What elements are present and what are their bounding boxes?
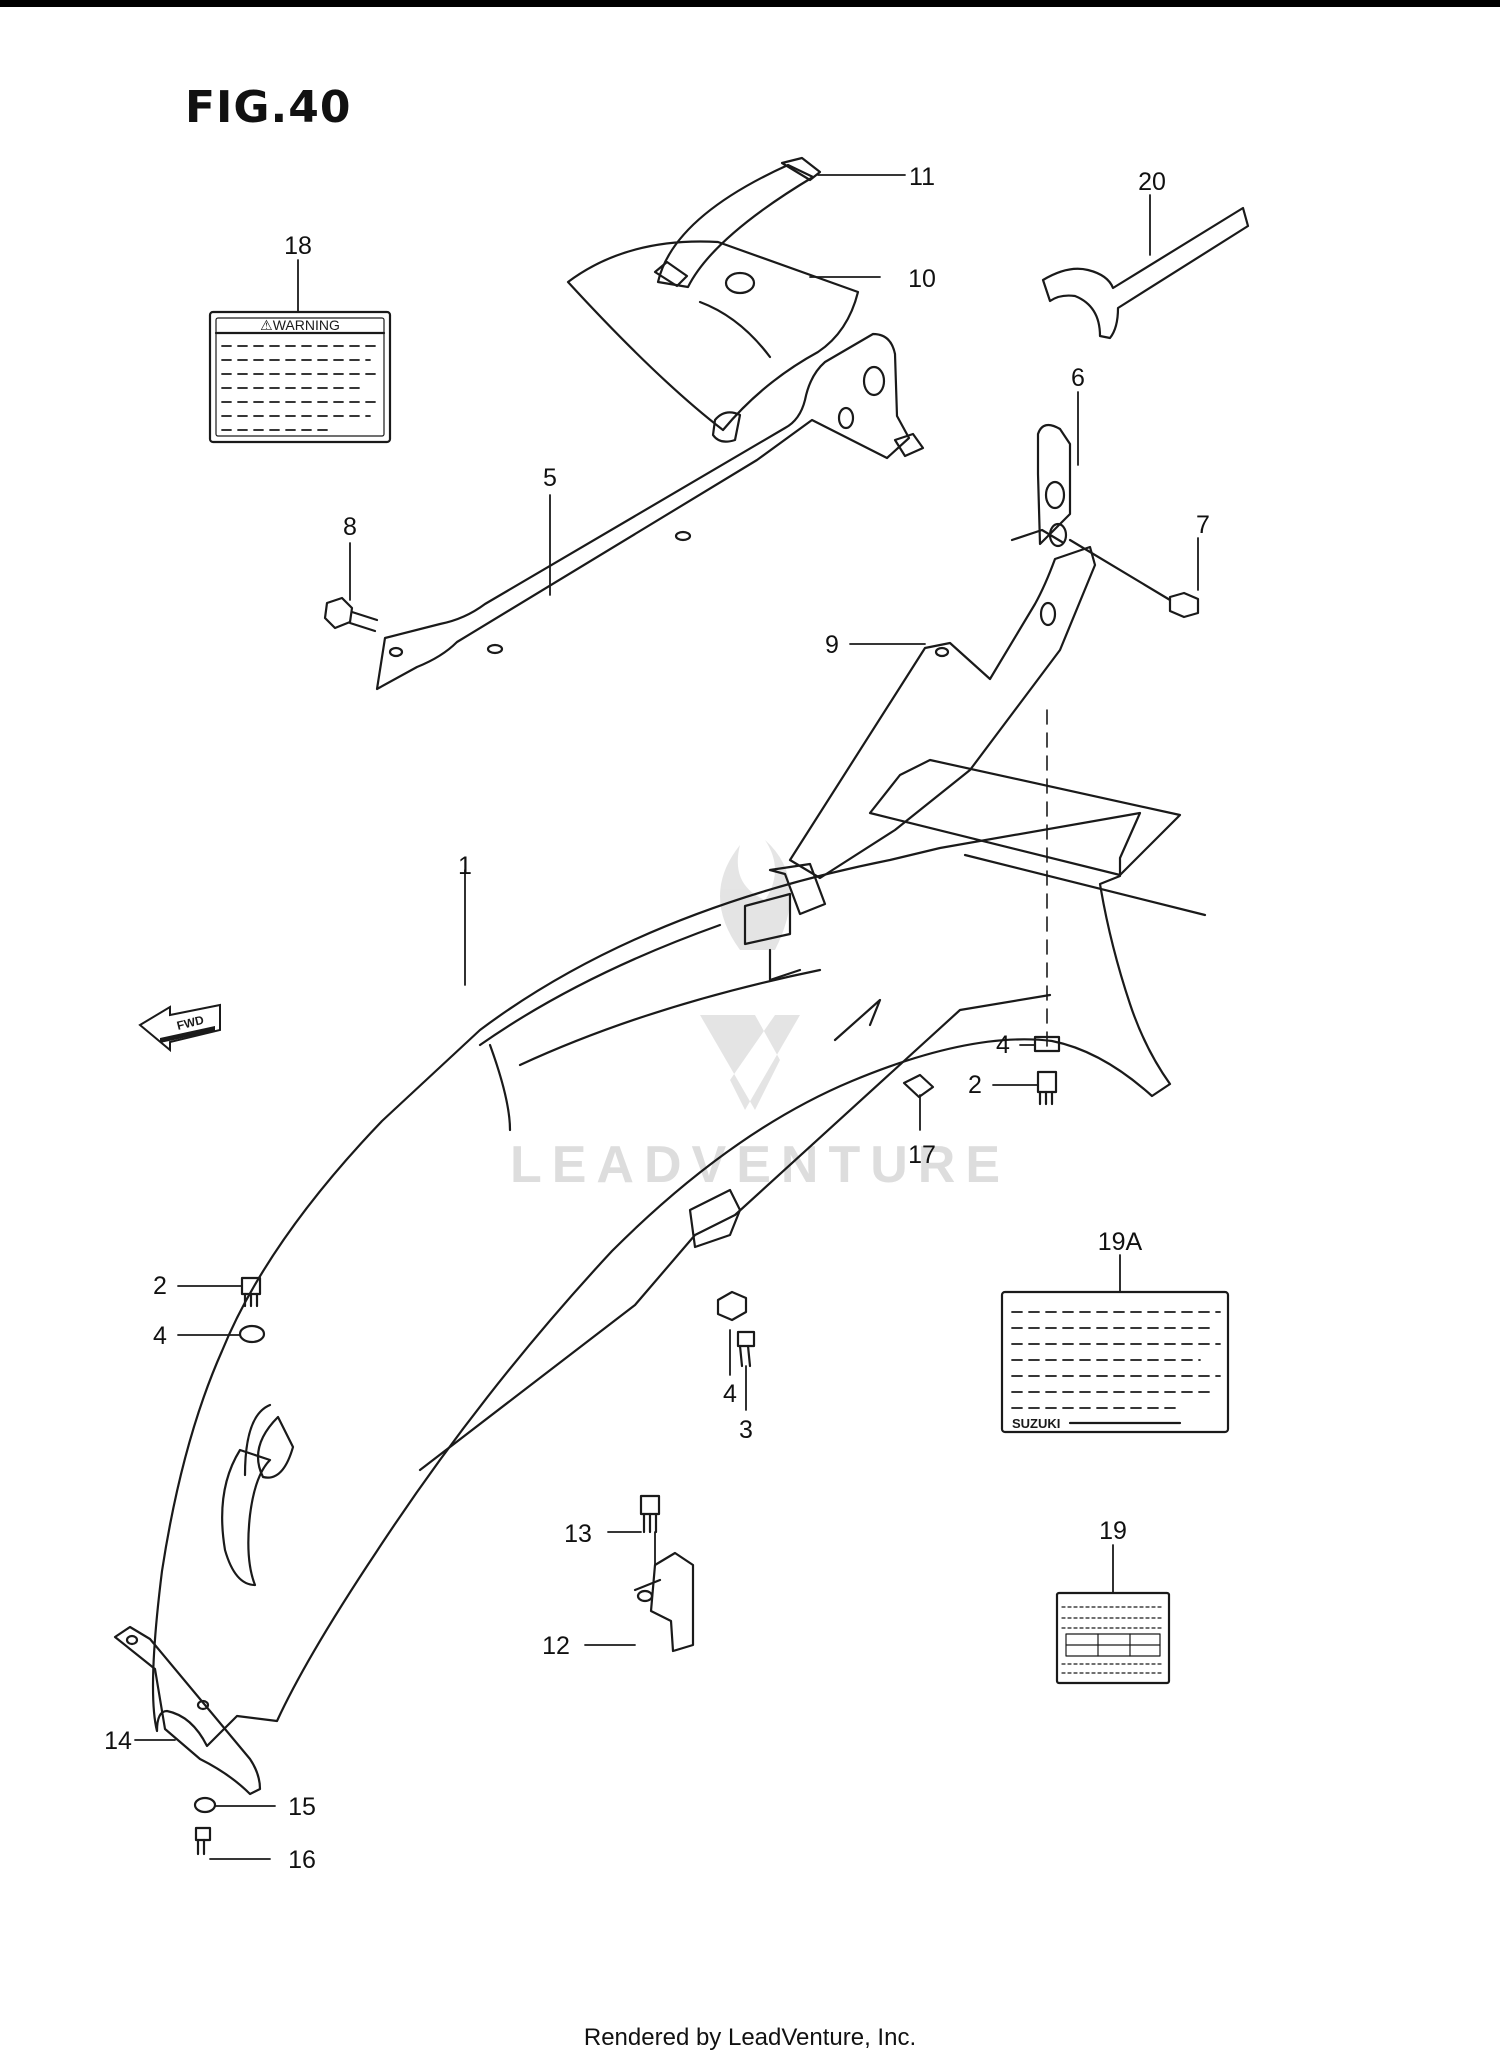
- callout-10: 10: [908, 265, 936, 293]
- callout-1: 1: [458, 852, 472, 880]
- callout-16: 16: [288, 1846, 316, 1874]
- warning-label-18: ⚠WARNING: [208, 310, 392, 444]
- suzuki-brand-text: SUZUKI: [1012, 1416, 1060, 1431]
- rear-fender-1: [151, 811, 1172, 1748]
- figure-title: FIG.40: [185, 82, 352, 133]
- spanner-20: [1041, 206, 1250, 340]
- bracket-14: [113, 1625, 262, 1796]
- callout-14: 14: [104, 1727, 132, 1755]
- callout-20: 20: [1138, 168, 1166, 196]
- tag-17: [902, 1073, 935, 1099]
- callout-5: 5: [543, 464, 557, 492]
- strap-11: [653, 156, 822, 289]
- callout-3: 3: [739, 1416, 753, 1444]
- leader-lines: [134, 174, 1199, 1860]
- callout-labels: 1 2 2 3 4 4 4 5 6 7 8 9 10 11 12 13 14 1…: [104, 163, 1210, 1874]
- clamp-12: [633, 1551, 695, 1653]
- label-19: [1055, 1591, 1171, 1685]
- bolt-7: [1068, 538, 1200, 619]
- callout-4-right: 4: [996, 1031, 1010, 1059]
- bolt-8: [323, 596, 379, 633]
- top-border: [0, 0, 1500, 7]
- callout-12: 12: [542, 1632, 570, 1660]
- callout-13: 13: [564, 1520, 592, 1548]
- pad-10: [566, 240, 860, 432]
- warning-label-heading: ⚠WARNING: [260, 317, 340, 333]
- callout-11: 11: [909, 163, 935, 191]
- callout-6: 6: [1071, 364, 1085, 392]
- callout-19: 19: [1099, 1517, 1127, 1545]
- hardware-left: [238, 1276, 266, 1344]
- callout-19a: 19A: [1098, 1228, 1143, 1256]
- callout-18: 18: [284, 232, 312, 260]
- screw-16: [194, 1826, 212, 1856]
- stay-6: [1010, 423, 1072, 548]
- callout-9: 9: [825, 631, 839, 659]
- bracket-5: [375, 332, 925, 691]
- callout-4-left: 4: [153, 1322, 167, 1350]
- callout-8: 8: [343, 513, 357, 541]
- bolt-13: [639, 1494, 661, 1534]
- footer-credit: Rendered by LeadVenture, Inc.: [583, 2024, 917, 2051]
- nut-15: [193, 1796, 217, 1814]
- fwd-arrow: FWD: [138, 1003, 221, 1053]
- callout-17: 17: [908, 1141, 936, 1169]
- callout-7: 7: [1196, 511, 1210, 539]
- hardware-right: [1033, 709, 1061, 1106]
- callout-4-center: 4: [723, 1380, 737, 1408]
- hardware-center: [716, 1290, 756, 1368]
- callout-2-right: 2: [968, 1071, 982, 1099]
- callout-2-left: 2: [153, 1272, 167, 1300]
- label-19a: SUZUKI: [1000, 1290, 1230, 1434]
- frame-9: [743, 545, 1207, 982]
- fwd-arrow-text: FWD: [175, 1013, 205, 1033]
- watermark-text: LEADVENTURE: [510, 1136, 1010, 1194]
- callout-15: 15: [288, 1793, 316, 1821]
